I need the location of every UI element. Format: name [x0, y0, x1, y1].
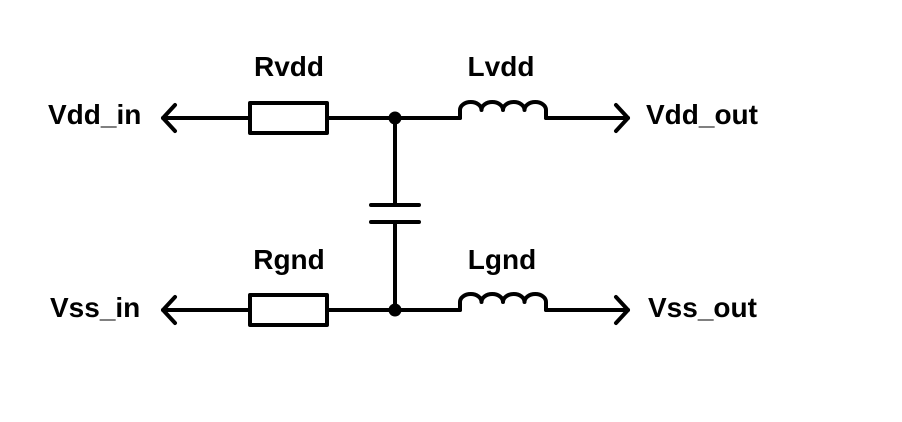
vss-out-label: Vss_out — [648, 292, 757, 323]
vdd-out-label: Vdd_out — [646, 99, 758, 130]
lgnd-label: Lgnd — [468, 244, 536, 275]
rvdd-label: Rvdd — [254, 51, 324, 82]
vdd-out-arrow-icon — [614, 103, 630, 133]
rgnd-resistor-icon — [248, 293, 329, 327]
vdd-in-label: Vdd_in — [48, 99, 141, 130]
top-junction-dot — [388, 111, 402, 125]
lgnd-inductor-icon — [458, 292, 548, 312]
capacitor-icon — [369, 203, 421, 224]
lvdd-label: Lvdd — [468, 51, 535, 82]
rgnd-label: Rgnd — [253, 244, 325, 275]
rvdd-resistor-icon — [248, 101, 329, 135]
vss-in-label: Vss_in — [50, 292, 140, 323]
lvdd-inductor-icon — [458, 100, 548, 120]
vss-out-arrow-icon — [614, 295, 630, 325]
bottom-junction-dot — [388, 303, 402, 317]
